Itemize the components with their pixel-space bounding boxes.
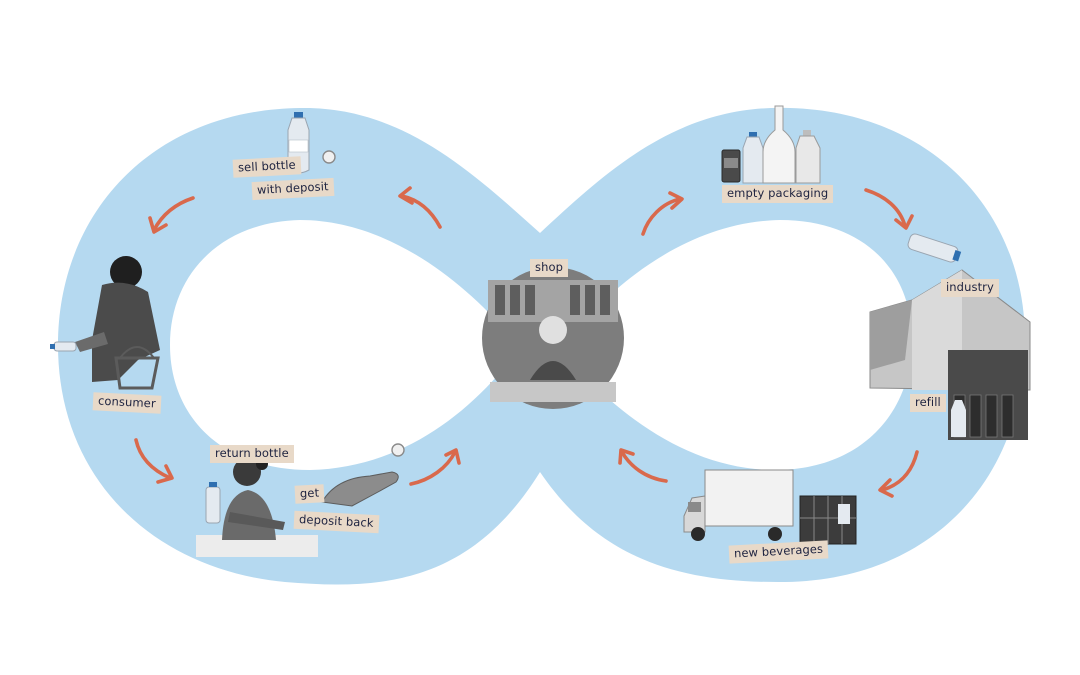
arrow-to-new-beverages (878, 450, 919, 498)
truck-icon (683, 469, 794, 541)
consumer-figure (50, 256, 160, 390)
shop-photo (482, 267, 624, 409)
label-consumer: consumer (92, 392, 162, 414)
label-empty-packaging: empty packaging (722, 185, 834, 203)
label-get: get (294, 484, 325, 504)
water-bottle-icon (907, 233, 962, 263)
label-industry: industry (941, 279, 999, 297)
glass-bottle-icon (762, 105, 796, 184)
label-return-bottle: return bottle (210, 445, 294, 463)
arrow-from-shop-to-sell (398, 186, 442, 229)
crate-icon (799, 495, 857, 545)
label-shop: shop (530, 259, 569, 277)
coin-icon (391, 443, 405, 457)
arrow-to-industry (864, 188, 914, 230)
label-sell-bottle: sell bottle (232, 156, 302, 178)
label-refill: refill (910, 394, 946, 412)
arrow-to-return (134, 438, 174, 484)
can-icon (721, 149, 741, 183)
arrow-to-empty-packaging (641, 191, 684, 236)
return-bottle-figure (196, 458, 318, 557)
water-bottle-icon (742, 132, 764, 184)
arrow-to-consumer (148, 196, 195, 234)
coin-icon (322, 150, 336, 164)
hand-icon (321, 471, 399, 507)
factory-icon (869, 269, 1031, 440)
arrow-to-shop-from-return (409, 448, 461, 486)
arrow-to-shop-from-beverages (618, 448, 668, 483)
glass-bottle-icon (795, 130, 821, 184)
